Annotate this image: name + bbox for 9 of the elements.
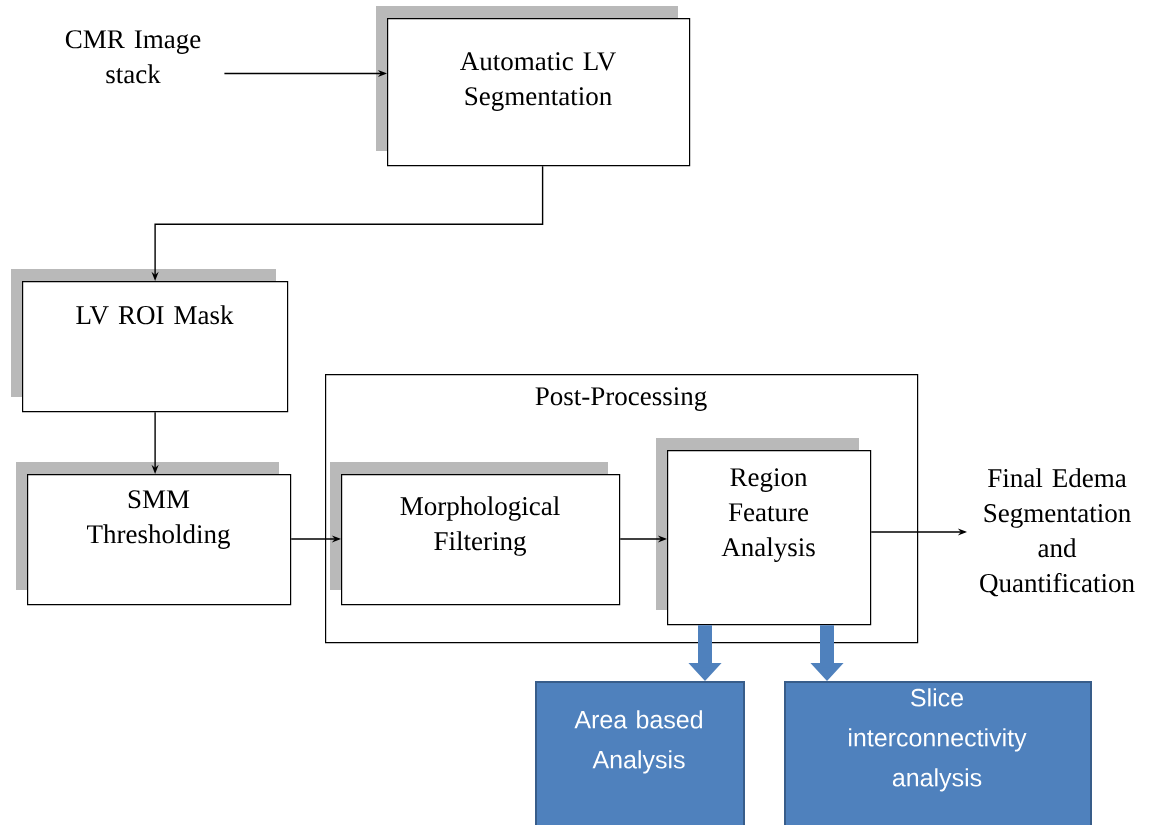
- process-box: SMM Thresholding: [16, 462, 292, 606]
- process-box: LV ROI Mask: [11, 269, 289, 413]
- process-box: Automatic LV Segmentation: [376, 6, 691, 167]
- text-label: CMR Image stack: [65, 30, 201, 84]
- output-box: Slice interconnectivity analysis: [784, 681, 1092, 825]
- process-box: Region Feature Analysis: [656, 438, 872, 626]
- text-label: Final Edema Segmentation and Quantification: [980, 468, 1135, 597]
- process-box: Morphological Filtering: [330, 462, 621, 606]
- output-box: Area based Analysis: [535, 681, 745, 825]
